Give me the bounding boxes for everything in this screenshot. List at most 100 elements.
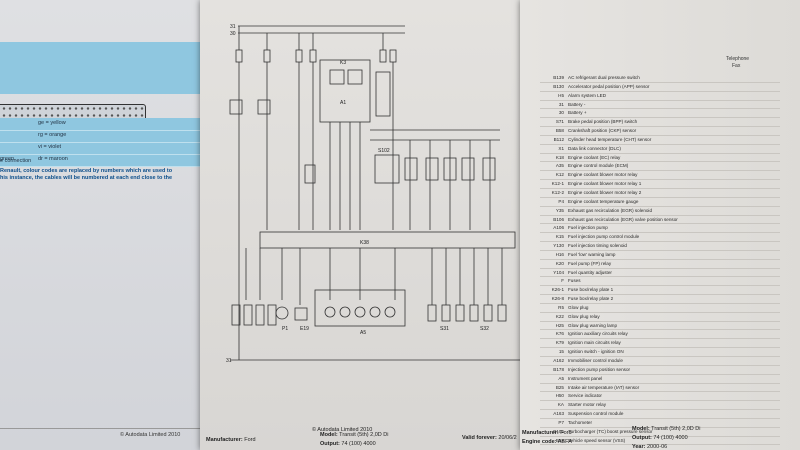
- legend-code: Y35: [555, 207, 564, 213]
- legend-year: Year: 2000-06: [632, 444, 667, 450]
- legend-code: K20: [555, 260, 564, 266]
- colour-row: rg = orange: [0, 130, 200, 143]
- diagram-manufacturer: Manufacturer: Ford: [206, 437, 256, 443]
- legend-code: S71: [555, 119, 564, 125]
- label: Valid forever:: [462, 435, 497, 441]
- colour-note: Renault, colour codes are replaced by nu…: [0, 168, 205, 182]
- legend-row: A106 Fuel injection pump: [540, 224, 780, 234]
- switch: [469, 304, 479, 322]
- value: 74 (100) 4000: [653, 435, 688, 441]
- legend-output: Output: 74 (100) 4000: [632, 435, 688, 441]
- legend-description: Fuel injection pump control module: [568, 234, 640, 240]
- switch: [441, 304, 451, 322]
- legend-code: A5: [558, 375, 564, 381]
- legend-code: A162: [553, 358, 564, 363]
- gauge: [384, 306, 396, 318]
- fuse: [389, 49, 397, 63]
- legend-description: Fuel injection pump: [568, 225, 608, 231]
- label: Model:: [632, 426, 650, 432]
- component-label: P1: [282, 326, 288, 332]
- switch: [497, 304, 507, 322]
- ecm-connector-bar: [259, 231, 516, 249]
- relay-coil: [329, 69, 345, 85]
- legend-model: Model: Transit (5th) 2,0D Di: [632, 426, 700, 432]
- legend-description: Alarm system LED: [568, 92, 607, 98]
- connection-label: e connection: [0, 158, 32, 164]
- colour-code-table: ge = yellow rg = orange vi = violet gree…: [0, 118, 200, 167]
- legend-code: A106: [553, 225, 564, 231]
- value: ABFA: [557, 439, 572, 445]
- component-label: A1: [340, 100, 346, 106]
- legend-code: Y130: [553, 243, 564, 249]
- colour-row: ge = yellow: [0, 118, 200, 131]
- legend-code: B139: [553, 75, 564, 80]
- component-label: K3: [340, 60, 346, 66]
- relay: [443, 157, 457, 181]
- component-label: S31: [440, 326, 449, 332]
- switch: [483, 304, 493, 322]
- legend-row: K18 Engine coolant (EC) relay: [540, 154, 780, 163]
- legend-code: B58: [555, 128, 564, 134]
- colour-right: dr = maroon: [38, 156, 68, 162]
- connector-pinout-panel: [0, 42, 200, 134]
- legend-code: K12-1: [551, 181, 564, 187]
- legend-row: K22 Glow plug relay: [540, 313, 780, 322]
- vertical-wires: [238, 26, 491, 230]
- left-document-sheet: ge = yellow rg = orange vi = violet gree…: [0, 0, 212, 450]
- glow-plug: [255, 304, 265, 326]
- ground-label: 31: [226, 358, 232, 364]
- legend-code: K12: [555, 172, 564, 178]
- label: Engine code:: [522, 439, 557, 445]
- legend-code: F: [561, 278, 564, 284]
- legend-description: Fuel pump (FP) relay: [568, 260, 612, 266]
- legend-description: Engine coolant blower motor relay 1: [568, 181, 642, 187]
- legend-code: B112: [553, 136, 564, 142]
- legend-code: R5: [558, 304, 564, 310]
- legend-description: Glow plug: [568, 304, 589, 310]
- legend-description: Service indicator: [568, 393, 602, 399]
- legend-code: K15: [555, 234, 564, 240]
- value: Ford: [560, 430, 572, 436]
- relay: [404, 157, 418, 181]
- legend-code: K12-2: [551, 189, 564, 195]
- component-label: E19: [300, 326, 309, 332]
- legend-code: B106: [553, 216, 564, 222]
- value: 20/06/2: [498, 435, 517, 441]
- legend-description: Cylinder head temperature (CHT) sensor: [568, 136, 652, 142]
- legend-code: B105: [553, 428, 564, 434]
- value: 2000-06: [647, 444, 668, 450]
- label: Model:: [320, 432, 338, 438]
- legend-code: K22: [555, 313, 564, 319]
- component-label: K38: [360, 240, 369, 246]
- legend-description: Fuse box/relay plate 2: [568, 296, 614, 302]
- legend-code: A163: [553, 411, 564, 417]
- fuse: [235, 49, 243, 63]
- copyright-text: © Autodata Limited 2010: [120, 432, 181, 438]
- legend-code: K18: [555, 154, 564, 160]
- legend-description: Engine coolant (EC) relay: [568, 154, 621, 160]
- label: Manufacturer:: [522, 430, 559, 436]
- component-label: A5: [360, 330, 366, 336]
- glow-plug: [231, 304, 241, 326]
- value: Transit (5th) 2,0D Di: [651, 426, 701, 432]
- legend-description: Fuse box/relay plate 1: [568, 287, 614, 293]
- legend-engine: Engine code: ABFA: [522, 439, 572, 445]
- instrument-panel: [314, 289, 406, 327]
- legend-description: Glow plug relay: [568, 313, 600, 319]
- label: Year:: [632, 444, 646, 450]
- value: Transit (5th) 2,0D Di: [339, 432, 389, 438]
- legend-code: B130: [553, 83, 564, 89]
- legend-code: A35: [555, 163, 564, 169]
- legend-manufacturer: Manufacturer: Ford: [522, 430, 572, 436]
- relay: [482, 157, 496, 181]
- label: Manufacturer:: [206, 437, 243, 443]
- legend-description: Exhaust gas recirculation (EGR) valve po…: [568, 216, 678, 222]
